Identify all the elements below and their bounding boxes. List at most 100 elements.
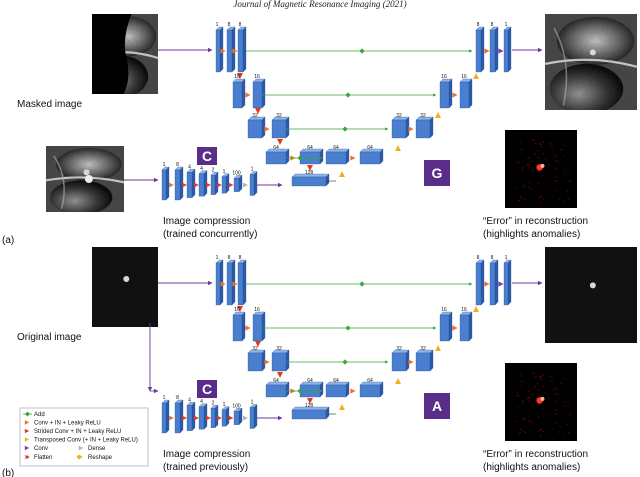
heatmap-speck: [552, 148, 554, 151]
block-side-face: [261, 311, 266, 342]
conv-marker: [408, 359, 414, 365]
heatmap-speck: [560, 148, 562, 151]
compression-caption-line1: Image compression: [163, 449, 250, 460]
heatmap-speck: [517, 392, 519, 394]
block-front-face: [252, 314, 263, 342]
legend-marker-icon: [24, 445, 30, 451]
enc-l0-block-3: [237, 259, 247, 306]
dec-l0-num: 1: [505, 255, 508, 261]
heatmap-speck: [538, 197, 540, 199]
heatmap-speck: [560, 193, 562, 195]
heatmap-speck: [539, 395, 541, 398]
heatmap-speck: [554, 413, 556, 415]
heatmap-speck: [538, 182, 540, 185]
strided-conv-marker: [307, 398, 313, 404]
conv-marker: [484, 281, 490, 287]
block-side-face: [242, 259, 247, 306]
heatmap-speck: [542, 142, 544, 144]
error-heatmap: [505, 363, 577, 441]
conv-marker: [452, 92, 458, 98]
comp-block-4: [198, 170, 208, 197]
dec-l3-num: 64: [333, 145, 339, 151]
dec-l2-block-2: [415, 116, 434, 139]
block-front-face: [215, 262, 221, 306]
block-front-face: [439, 314, 450, 342]
legend-item-strided-conv-in-leaky-relu: Strided Conv + IN + Leaky ReLU: [24, 428, 121, 435]
bottleneck-block: [291, 173, 330, 187]
legend-flatten-icon-dot: [25, 455, 29, 459]
compression-input-image: [46, 146, 124, 212]
legend-box: [19, 407, 149, 467]
enc-l2-num: 32: [252, 113, 258, 119]
dec-l0-block-2: [489, 259, 499, 306]
heatmap-speck: [538, 415, 540, 418]
heatmap-speck: [563, 169, 565, 171]
heatmap-speck: [557, 161, 559, 163]
heatmap-speck: [516, 187, 518, 190]
block-side-face: [165, 166, 170, 201]
block-front-face: [439, 81, 450, 109]
enc-l1-num: 16: [254, 307, 260, 313]
heatmap-speck: [538, 170, 540, 172]
heatmap-speck: [518, 433, 520, 435]
heatmap-speck: [520, 151, 522, 153]
enc-l2-num: 32: [276, 346, 282, 352]
heatmap-speck: [516, 420, 518, 423]
heatmap-speck: [527, 163, 530, 165]
heatmap-speck: [522, 400, 524, 402]
dec-l2-block-1: [391, 349, 410, 372]
block-side-face: [507, 259, 512, 306]
dec-l3-block-2: [359, 381, 384, 398]
input-image: [92, 247, 158, 327]
conv-marker: [264, 126, 270, 132]
heatmap-speck: [563, 402, 565, 404]
comp-block-6: [221, 406, 230, 427]
enc-l3-num: 64: [307, 145, 313, 151]
comp-num: 100: [232, 170, 241, 176]
legend-label: Conv: [34, 446, 48, 452]
heatmap-speck: [555, 168, 558, 170]
heatmap-speck: [558, 198, 560, 200]
block-front-face: [325, 384, 347, 398]
enc-l0-num: 8: [239, 255, 242, 261]
compression-caption-line1: Image compression: [163, 216, 250, 227]
heatmap-speck: [569, 400, 571, 402]
block-front-face: [186, 172, 193, 198]
dec-l1-block-1: [439, 311, 453, 342]
heatmap-speck: [554, 409, 557, 412]
heatmap-speck: [545, 392, 547, 394]
badge-box: [424, 393, 450, 419]
strided-conv-marker: [307, 165, 313, 171]
heatmap-speck: [564, 388, 566, 390]
heatmap-speck: [566, 191, 569, 193]
conv-marker: [350, 155, 356, 161]
block-side-face: [429, 116, 434, 139]
heatmap-speck: [569, 412, 571, 415]
heatmap-speck: [564, 155, 566, 157]
error-caption-line2: (highlights anomalies): [483, 229, 580, 240]
heatmap-speck: [567, 392, 569, 394]
heatmap-speck: [551, 195, 553, 197]
heatmap-speck: [564, 377, 566, 379]
heatmap-speck: [517, 159, 519, 161]
heatmap-speck: [554, 180, 556, 182]
heatmap-speck: [555, 155, 557, 157]
legend-add-icon: [25, 411, 30, 417]
mri-tissue: [545, 14, 637, 110]
badge-label: G: [432, 165, 443, 181]
heatmap-speck: [556, 413, 558, 415]
dec-l1-num: 16: [441, 307, 447, 313]
lesion-spot: [589, 49, 596, 56]
heatmap-speck: [564, 144, 566, 146]
dec-l0-num: 8: [477, 22, 480, 28]
badge-box: [197, 147, 217, 165]
heatmap-speck: [520, 384, 522, 386]
heatmap-speck: [541, 379, 543, 381]
block-front-face: [249, 407, 255, 429]
heatmap-speck: [528, 415, 530, 417]
heatmap-speck: [539, 376, 541, 378]
heatmap-speck: [542, 386, 544, 388]
comp-block-8: [249, 404, 258, 429]
block-front-face: [247, 352, 263, 372]
